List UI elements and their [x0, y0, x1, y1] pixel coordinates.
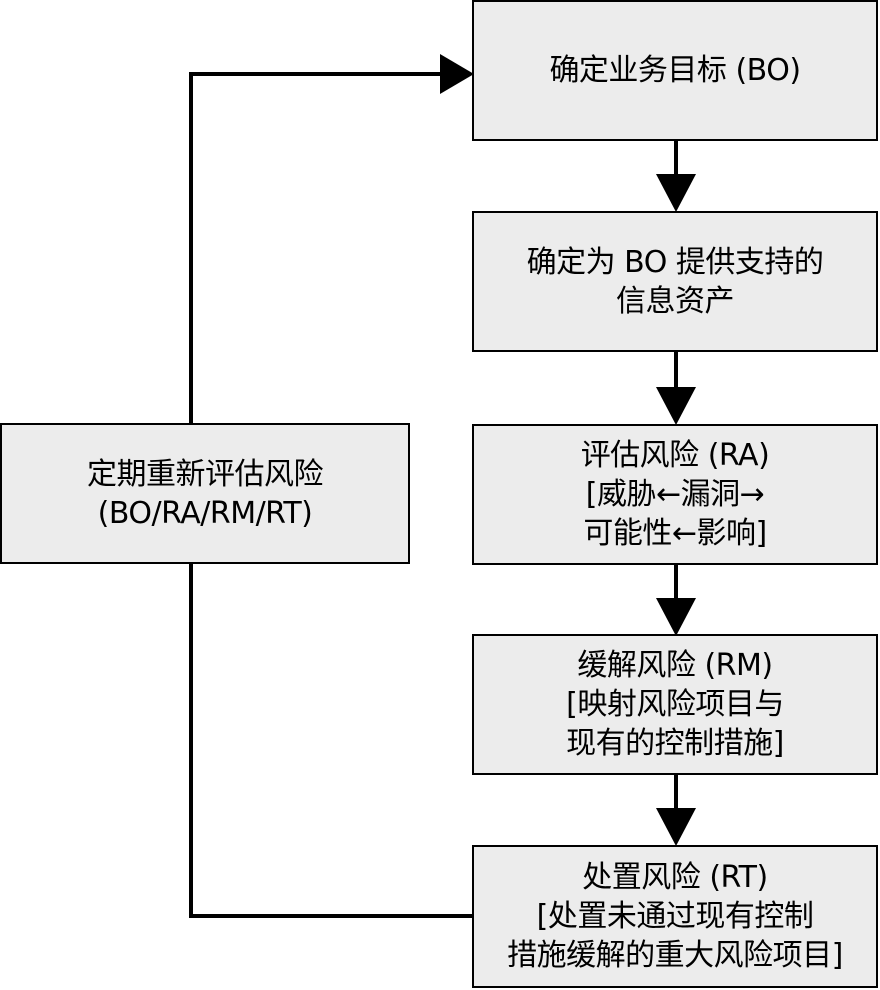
node-line: 确定为 BO 提供支持的: [526, 244, 824, 280]
arrowhead-to-mitigate: [656, 598, 696, 636]
node-line: 现有的控制措施]: [566, 726, 784, 761]
node-line: (BO/RA/RM/RT): [97, 495, 313, 531]
arrowhead-to-treat: [656, 808, 696, 846]
node-line: 评估风险 (RA): [580, 438, 770, 473]
node-line: 定期重新评估风险: [87, 456, 324, 492]
node-line: [处置未通过现有控制: [536, 899, 814, 934]
node-line: 处置风险 (RT): [582, 860, 768, 895]
node-treat-risk: 处置风险 (RT) [处置未通过现有控制 措施缓解的重大风险项目]: [472, 845, 878, 988]
node-periodic-reassessment: 定期重新评估风险 (BO/RA/RM/RT): [0, 423, 410, 564]
node-line: 缓解风险 (RM): [577, 648, 773, 683]
edge-treat-to-reassess: [189, 563, 472, 918]
node-define-business-objectives: 确定业务目标 (BO): [472, 0, 878, 141]
node-line: [映射风险项目与: [566, 687, 784, 722]
node-line: 措施缓解的重大风险项目]: [507, 938, 843, 973]
node-line: 确定业务目标 (BO): [549, 53, 801, 88]
node-line: 信息资产: [616, 283, 735, 319]
node-line: [威胁←漏洞→: [585, 477, 765, 512]
arrowhead-to-assess: [656, 387, 696, 425]
arrowhead-to-assets: [656, 174, 696, 212]
node-mitigate-risk: 缓解风险 (RM) [映射风险项目与 现有的控制措施]: [472, 634, 878, 775]
node-line: 可能性←影响]: [583, 516, 767, 551]
arrowhead-to-define-bo: [440, 54, 474, 94]
node-identify-information-assets: 确定为 BO 提供支持的 信息资产: [472, 211, 878, 352]
node-assess-risk: 评估风险 (RA) [威胁←漏洞→ 可能性←影响]: [472, 424, 878, 565]
edge-reassess-to-define-bo: [189, 72, 444, 423]
